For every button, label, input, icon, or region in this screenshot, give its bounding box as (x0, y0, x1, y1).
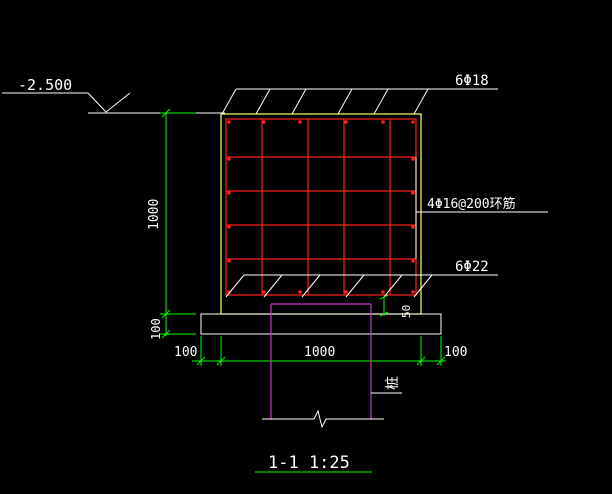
rebar-cage (225, 118, 417, 296)
vertical-dimension (160, 108, 196, 339)
bottom-rebar-leader (225, 274, 498, 298)
width-mid-label: 1000 (304, 345, 335, 360)
rebar-dots (227, 120, 415, 294)
horizontal-dimension (192, 336, 446, 366)
elevation-marker: -2.500 (2, 76, 225, 114)
pile-outline (270, 303, 372, 419)
elevation-label: -2.500 (18, 76, 72, 94)
stirrup-leader (415, 157, 548, 259)
width-right-label: 100 (444, 345, 467, 360)
top-rebar-leader (221, 88, 498, 115)
top-rebar-label: 6Φ18 (455, 73, 489, 89)
height-dimension-label: 1000 (147, 199, 162, 230)
stirrup-label: 4Φ16@200环筋 (427, 196, 516, 212)
width-left-label: 100 (174, 345, 197, 360)
pad-dimension-label: 100 (149, 318, 163, 340)
section-title: 1-1 1:25 (268, 453, 350, 473)
bottom-rebar-label: 6Φ22 (455, 259, 489, 275)
column-label: 桩 (384, 376, 401, 390)
cover-dimension (379, 294, 389, 317)
cover-dimension-label: 50 (400, 305, 413, 318)
break-line (262, 409, 384, 429)
pile-cap-outline (200, 113, 442, 335)
